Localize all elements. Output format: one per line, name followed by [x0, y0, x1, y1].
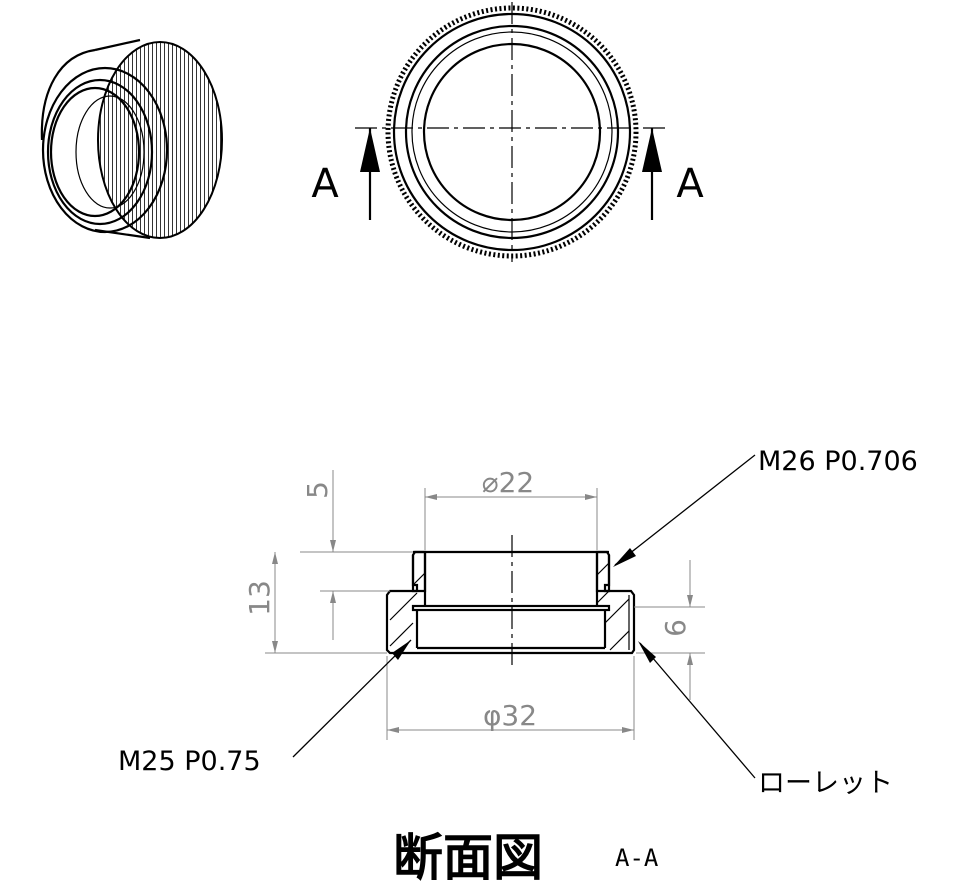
section-arrow-left	[360, 128, 380, 220]
dim-inner-diameter: ⌀22	[424, 466, 598, 550]
dim-top-height: 5	[300, 470, 413, 640]
section-view: 5 13 ⌀22 6	[118, 446, 918, 799]
upper-thread-label: M26 P0.706	[758, 446, 918, 477]
leader-lower-thread: M25 P0.75	[118, 639, 412, 777]
dim-22-label: ⌀22	[482, 466, 535, 499]
dim-knurl-height: 6	[634, 560, 705, 700]
dim-32-label: φ32	[483, 699, 537, 732]
leader-knurl: ローレット	[638, 641, 893, 799]
knurl-label: ローレット	[758, 768, 893, 799]
section-label-left: A	[311, 161, 339, 207]
isometric-view	[40, 38, 223, 240]
dim-13-label: 13	[243, 580, 276, 616]
dim-total-height: 13	[243, 552, 387, 654]
dim-5-label: 5	[301, 481, 334, 499]
leader-upper-thread: M26 P0.706	[613, 446, 918, 567]
section-arrow-right	[642, 128, 662, 220]
front-view: A A	[311, 2, 704, 262]
dim-6-label: 6	[659, 619, 692, 637]
dim-outer-diameter: φ32	[386, 656, 635, 740]
section-subtitle: A-A	[615, 844, 659, 872]
section-title: 断面図	[393, 829, 543, 887]
lower-thread-label: M25 P0.75	[118, 746, 261, 777]
section-label-right: A	[676, 161, 704, 207]
